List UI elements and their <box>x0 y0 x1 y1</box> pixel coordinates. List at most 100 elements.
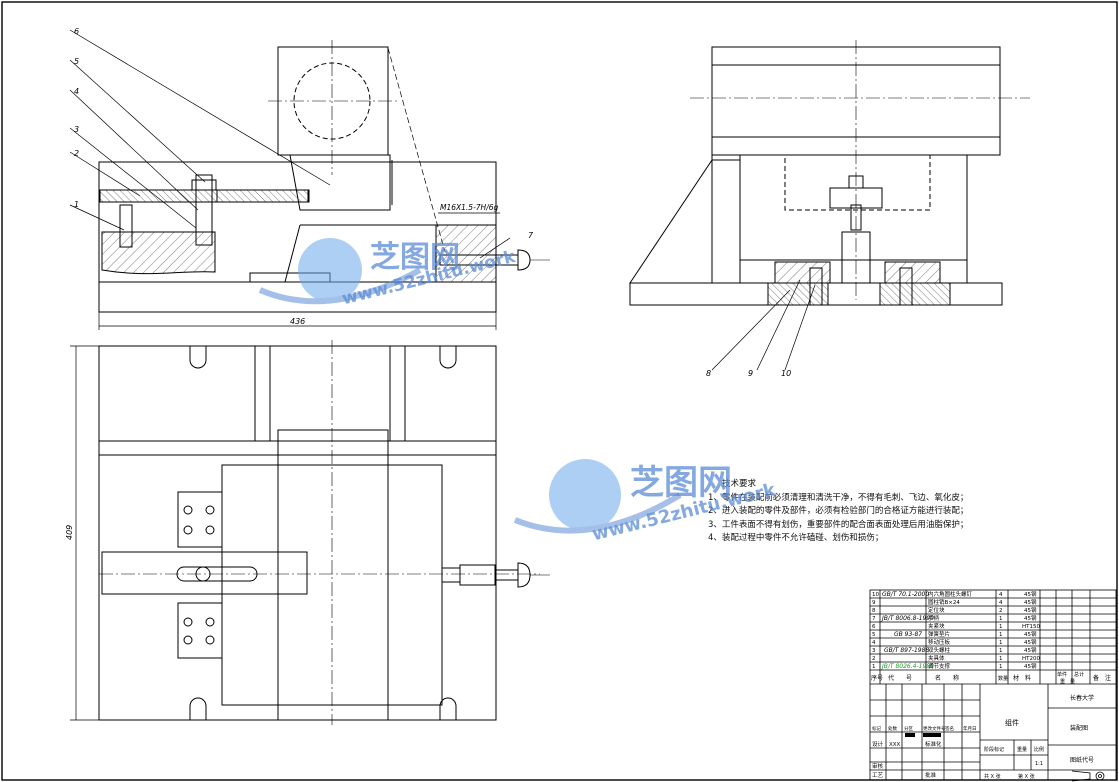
bom-material: 45钢 <box>1024 606 1037 614</box>
balloon-3: 3 <box>74 125 79 134</box>
bom-no: 9 <box>872 600 876 606</box>
bom-material: 45钢 <box>1024 638 1037 646</box>
drawing-code-label: 图纸代号 <box>1070 756 1094 764</box>
watermark-brand: 芝图网 <box>630 463 732 503</box>
rev-redaction-a <box>905 733 915 737</box>
bom-name: 调节支撑 <box>928 662 951 670</box>
bom-name: 定位块 <box>928 606 945 614</box>
rev-col-count: 处数 <box>888 725 897 732</box>
rev-col-date: 年月日 <box>963 725 977 732</box>
balloon-6: 6 <box>74 27 79 36</box>
title-block-grid <box>869 589 1117 781</box>
front-handle-knob <box>517 249 531 271</box>
bom-no: 1 <box>872 664 876 670</box>
drawing-type: 组件 <box>1005 718 1019 727</box>
bom-code: GB/T 70.1-2000 <box>882 591 929 598</box>
bom-name: 弹簧垫片 <box>928 630 950 638</box>
sheet-number: 第 X 张 <box>1018 773 1035 780</box>
scale-value: 1:1 <box>1035 761 1043 767</box>
bom-material: 45钢 <box>1024 646 1037 654</box>
dim-width: 436 <box>290 317 305 326</box>
bom-qty: 1 <box>999 640 1003 646</box>
approve-label: 批准 <box>925 771 937 779</box>
balloon-5: 5 <box>74 57 79 66</box>
process-label: 工艺 <box>872 772 884 779</box>
front-clamp-plate <box>99 189 309 203</box>
technical-requirements: 技术要求 1、零件在装配前必须清理和清洗干净，不得有毛刺、飞边、氧化皮； 2、进… <box>708 478 968 546</box>
bom-header-name: 名 称 <box>935 674 959 682</box>
bom-material: HT150 <box>1022 624 1040 630</box>
bom-name: 圆柱销B×24 <box>928 598 960 606</box>
review-label: 审核 <box>872 762 884 770</box>
drawing-name: 装配图 <box>1070 724 1088 732</box>
balloon-7: 7 <box>528 231 534 240</box>
front-clamp-block <box>289 154 391 211</box>
bom-qty: 1 <box>999 664 1003 670</box>
top-outline <box>98 345 497 721</box>
bom-qty: 4 <box>999 592 1003 598</box>
balloon-10: 10 <box>781 369 791 378</box>
bom-header-remarks: 备 注 <box>1093 674 1111 682</box>
balloon-2: 2 <box>74 149 79 158</box>
bom-no: 5 <box>872 632 876 638</box>
balloon-labels: 6 5 4 3 2 1 7 8 9 10 M16X1.5-7H/6g 436 4… <box>65 27 791 540</box>
bom-no: 8 <box>872 608 876 614</box>
bom-qty: 4 <box>999 600 1003 606</box>
bom-row: 4 移动压板 1 45钢 <box>872 638 1037 646</box>
sheet-total: 共 X 张 <box>984 773 1001 780</box>
front-adjust-support <box>119 204 133 248</box>
balloon-4: 4 <box>74 87 79 96</box>
balloon-8: 8 <box>706 369 711 378</box>
bom-qty: 1 <box>999 624 1003 630</box>
bom-material: HT200 <box>1022 656 1040 662</box>
dim-height: 409 <box>65 525 74 540</box>
rev-redaction-b <box>923 733 941 737</box>
bom-header-no: 序号 <box>871 674 883 682</box>
front-view <box>69 29 550 330</box>
bom-header-unit-weight: 单件 <box>1057 671 1067 678</box>
thread-callout: M16X1.5-7H/6g <box>440 203 498 212</box>
bom-no: 3 <box>872 648 876 654</box>
bom-qty: 1 <box>999 656 1003 662</box>
tech-note-item: 2、进入装配的零件及部件，必须有检验部门的合格证方能进行装配； <box>708 506 969 516</box>
bom-header-weight: 重 量 <box>1060 678 1075 685</box>
front-stud <box>195 174 213 246</box>
top-clamp-block <box>277 429 389 721</box>
bom-material: 45钢 <box>1024 614 1037 622</box>
rev-col-zone: 分区 <box>904 725 913 732</box>
watermark-brand: 芝图网 <box>370 240 460 275</box>
top-locator-top <box>177 491 223 548</box>
bom-qty: 1 <box>999 616 1003 622</box>
balloon-9: 9 <box>748 369 753 378</box>
bom-no: 4 <box>872 640 876 646</box>
rev-col-mark: 标记 <box>872 725 881 732</box>
weight-label: 重量 <box>1017 746 1027 753</box>
bom-code: JB/T 8026.4-1999 <box>881 663 934 670</box>
bom-header-qty: 数量 <box>998 675 1008 682</box>
side-view <box>629 40 1030 371</box>
bom-header-code: 代 号 <box>888 674 912 682</box>
bom-name: 双头螺柱 <box>928 646 951 654</box>
bom-name: 夹具体 <box>928 654 945 662</box>
bom-name: 移动压板 <box>928 638 951 646</box>
stage-label: 阶段标记 <box>984 746 1004 753</box>
rev-col-sign: 签名 <box>945 725 954 732</box>
top-clamp-plate <box>101 551 308 595</box>
bom-material: 45钢 <box>1024 590 1037 598</box>
designer-name: XXX <box>889 742 901 748</box>
bom-code: GB/T 897-1988 <box>884 647 929 654</box>
rev-col-doc: 更改文件号 <box>923 725 946 732</box>
bom-name: 夹紧块 <box>928 622 945 630</box>
projection-symbol-icon <box>1071 770 1105 782</box>
